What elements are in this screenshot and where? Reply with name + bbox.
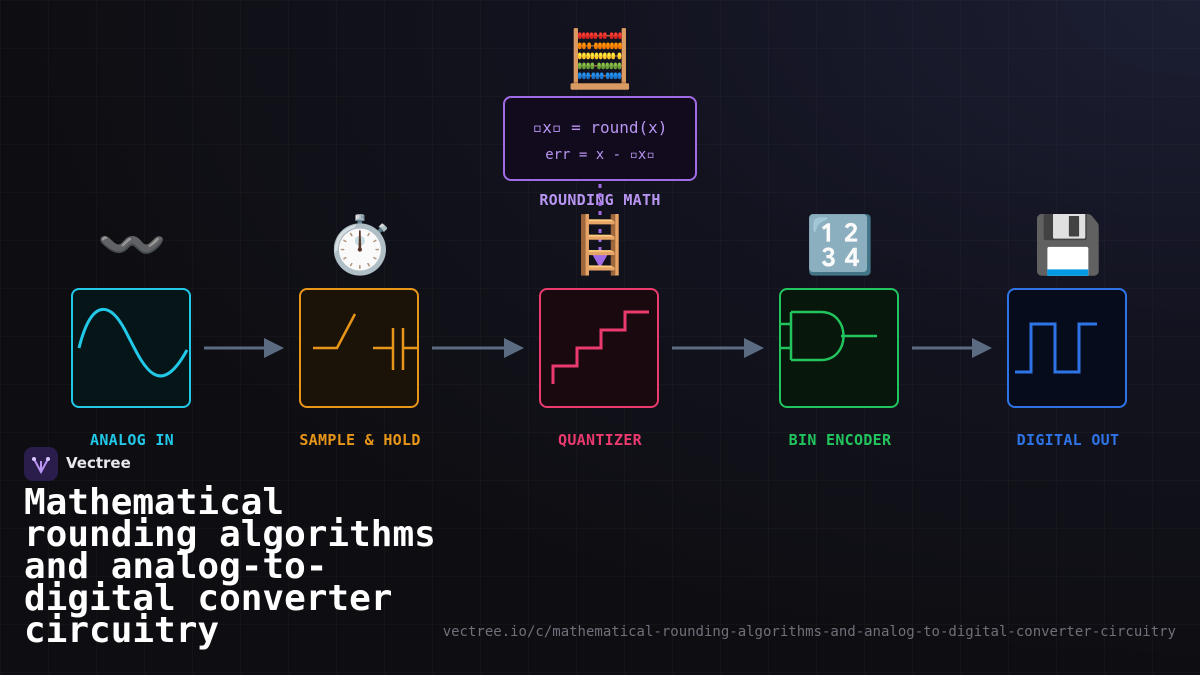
brand-name: Vectree — [66, 454, 131, 472]
square-wave-icon — [1015, 322, 1097, 374]
rounding-connector — [592, 184, 608, 268]
sine-wave-icon — [77, 307, 189, 378]
bin-encoder-box — [779, 288, 899, 408]
staircase-icon — [551, 310, 649, 384]
page-title: Mathematical rounding algorithms and ana… — [24, 482, 436, 651]
rounding-math-label: ROUNDING MATH — [539, 191, 661, 209]
and-gate-icon — [781, 310, 877, 362]
numbers-icon: 🔢 — [805, 213, 875, 278]
connector-arrowhead — [592, 254, 608, 268]
digital-out-box — [1007, 288, 1127, 408]
sample-hold-box — [299, 288, 419, 408]
sample-hold-label: SAMPLE & HOLD — [299, 431, 421, 449]
page-url[interactable]: vectree.io/c/mathematical-rounding-algor… — [442, 624, 1176, 640]
quantizer-box — [539, 288, 659, 408]
quantizer-label: QUANTIZER — [558, 431, 642, 449]
switch-capacitor-icon — [313, 313, 417, 370]
analog-in-label: ANALOG IN — [90, 431, 174, 449]
stopwatch-icon: ⏱️ — [325, 213, 395, 278]
arrow-4 — [912, 338, 992, 358]
bin-encoder-label: BIN ENCODER — [788, 431, 892, 449]
analog-in-box — [71, 288, 191, 408]
wave-icon: 〰️ — [97, 213, 167, 278]
ladder-icon: 🪜 — [565, 213, 635, 278]
floppy-disk-icon: 💾 — [1033, 213, 1103, 278]
rounding-formula: ▫x▫ = round(x) — [532, 118, 668, 137]
arrow-1 — [204, 338, 284, 358]
rounding-math-box: ▫x▫ = round(x) err = x - ▫x▫ — [503, 96, 697, 181]
brand-logo — [24, 447, 58, 481]
error-formula: err = x - ▫x▫ — [545, 147, 655, 163]
abacus-icon: 🧮 — [565, 27, 635, 92]
arrow-3 — [672, 338, 764, 358]
digital-out-label: DIGITAL OUT — [1016, 431, 1120, 449]
arrow-2 — [432, 338, 524, 358]
vectree-logo-icon — [32, 457, 50, 475]
